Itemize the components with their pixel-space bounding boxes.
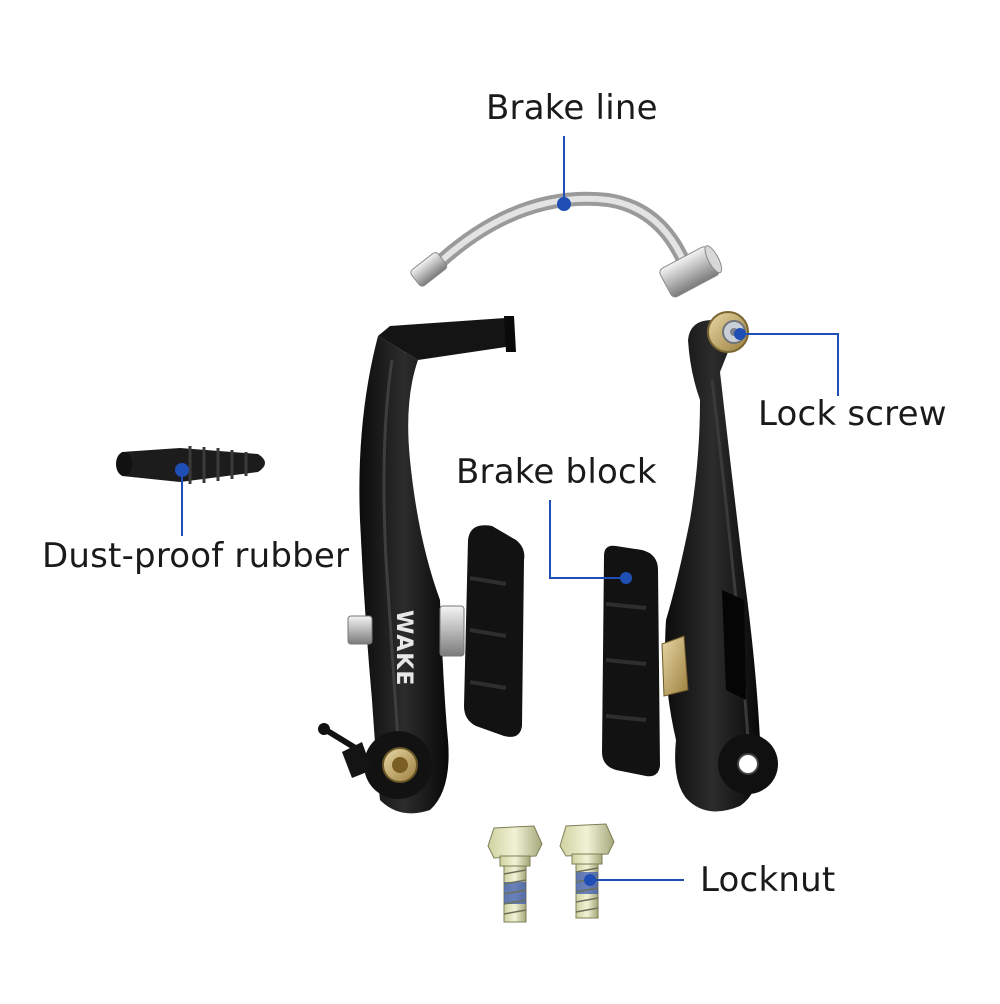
lock-screw-part (707, 311, 749, 353)
label-brake-line: Brake line (486, 88, 658, 128)
left-brake-block (464, 525, 525, 737)
dot-lock-screw (734, 328, 746, 340)
label-brake-block: Brake block (456, 452, 657, 492)
brand-logo: WAKE (391, 610, 416, 686)
locknut-bolt-right (559, 823, 615, 919)
locknut-bolt-left (487, 825, 543, 923)
dot-brake-block (620, 572, 632, 584)
leader-dots (175, 197, 746, 886)
label-locknut: Locknut (700, 860, 836, 900)
right-brake-arm (661, 320, 778, 812)
dust-proof-rubber-part (116, 446, 265, 484)
leader-lines (181, 136, 839, 881)
label-lock-screw: Lock screw (758, 394, 947, 434)
dot-dust (175, 463, 189, 477)
label-dust-proof-rubber: Dust-proof rubber (42, 536, 350, 576)
locknut-part (487, 823, 615, 923)
brake-line-part (410, 191, 723, 298)
leader-brake-block (549, 500, 626, 579)
right-brake-block (602, 545, 660, 777)
left-brake-arm: WAKE (318, 316, 516, 814)
leader-lock-screw (740, 333, 839, 396)
dot-brake-line (557, 197, 571, 211)
dot-locknut (584, 874, 596, 886)
